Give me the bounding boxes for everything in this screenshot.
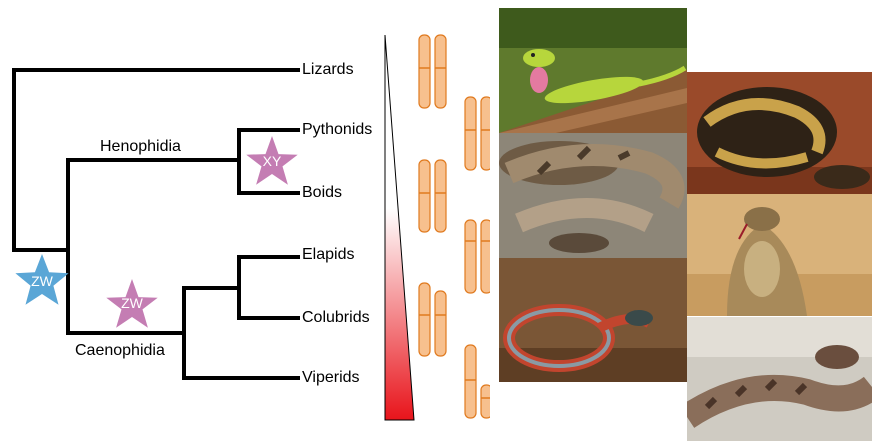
chromosome [419,160,430,232]
chromosome [481,97,490,170]
zw-origin-label: ZW [24,273,60,289]
clade-caenophidia: Caenophidia [75,342,165,360]
taxon-colubrids: Colubrids [302,309,370,327]
chromosome [435,291,446,356]
clade-henophidia: Henophidia [100,138,181,156]
taxon-viperids: Viperids [302,369,360,387]
chromosome-pairs [410,0,490,441]
photo-anole-lizard [499,8,687,133]
taxon-lizards: Lizards [302,61,354,79]
chromosome [465,97,476,170]
chromosome [435,160,446,232]
taxon-elapids: Elapids [302,246,354,264]
photo-boa [499,133,687,258]
chromosome [465,345,476,418]
chromosome [419,35,430,108]
chromosome [419,283,430,356]
photo-pit-viper [687,317,872,441]
photo-ball-python [687,72,872,194]
chromosome [481,220,490,293]
chromosome [435,35,446,108]
photo-garter-snake [499,258,687,382]
chromosome [481,385,490,418]
taxon-pythonids: Pythonids [302,121,372,139]
photo-cobra [687,194,872,316]
chromosome [465,220,476,293]
taxon-boids: Boids [302,184,342,202]
henophidia-xy-label: XY [254,153,290,169]
caenophidia-zw-label: ZW [114,295,150,311]
